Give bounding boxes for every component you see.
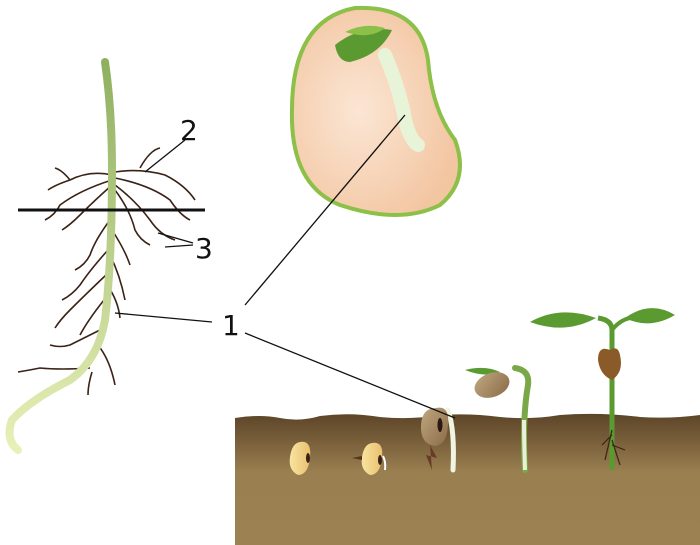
seedling-stage-4 xyxy=(465,365,532,473)
label-2: 2 xyxy=(180,114,198,147)
main-root-stem xyxy=(5,58,117,454)
soil xyxy=(235,413,700,545)
seedling-stage-5 xyxy=(530,308,675,470)
label-1: 1 xyxy=(222,309,240,342)
seed-stage-2 xyxy=(352,442,387,475)
seed-cross-section xyxy=(289,5,462,217)
leader-lines xyxy=(114,114,456,419)
seed-stage-3 xyxy=(420,407,456,473)
label-3: 3 xyxy=(195,232,213,265)
seed-stage-1 xyxy=(289,441,311,475)
